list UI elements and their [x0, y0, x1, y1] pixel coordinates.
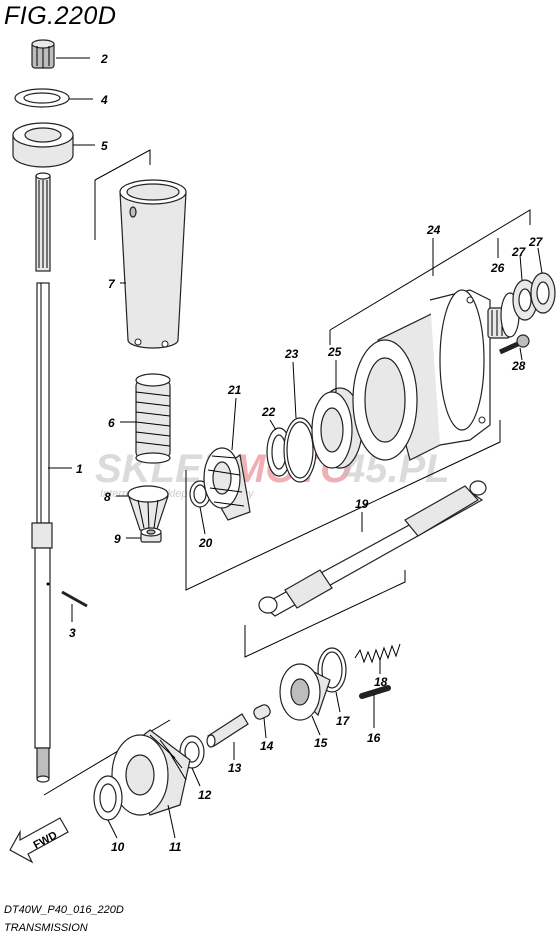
diagram-subtitle: TRANSMISSION — [4, 922, 88, 934]
callout-26: 26 — [490, 261, 505, 275]
part-27-seals — [512, 272, 556, 321]
callout-24: 24 — [426, 223, 441, 237]
callout-13: 13 — [228, 761, 242, 775]
part-28-bolt — [498, 334, 530, 355]
part-23-o-ring — [283, 417, 317, 483]
part-2-collar — [31, 39, 55, 69]
callout-21: 21 — [227, 383, 242, 397]
callout-20: 20 — [198, 536, 213, 550]
part-7-guide-tube — [119, 179, 187, 349]
callout-28: 28 — [511, 359, 526, 373]
part-21-bevel-gear — [203, 447, 251, 521]
part-3-pin — [61, 590, 88, 608]
part-6-spring — [135, 373, 171, 464]
part-16-pin — [359, 685, 391, 699]
part-9-nut — [140, 527, 162, 543]
leader-lines — [48, 57, 543, 839]
callout-6: 6 — [108, 416, 115, 430]
callout-27a: 27 — [511, 245, 527, 259]
callout-11: 11 — [169, 840, 182, 854]
callout-2: 2 — [100, 52, 108, 66]
callout-3: 3 — [69, 626, 76, 640]
callout-25: 25 — [327, 345, 342, 359]
part-18-spring — [354, 643, 401, 664]
callout-1: 1 — [76, 462, 83, 476]
diagram-code: DT40W_P40_016_220D — [4, 904, 124, 916]
part-10-shim — [93, 775, 123, 821]
callout-15: 15 — [314, 736, 328, 750]
part-5-bearing — [12, 122, 74, 168]
part-15-clutch-dog — [279, 663, 331, 721]
callout-8: 8 — [104, 490, 111, 504]
callout-labels: 2 4 5 7 6 1 8 9 3 10 11 12 13 14 15 16 1… — [69, 52, 544, 854]
callout-12: 12 — [198, 788, 212, 802]
callout-4: 4 — [100, 93, 108, 107]
part-25-bearing — [311, 387, 363, 469]
callout-27b: 27 — [528, 235, 544, 249]
part-14-pin — [253, 704, 271, 720]
part-4-ring — [14, 88, 70, 108]
part-1-drive-shaft — [31, 172, 53, 783]
forward-direction-arrow: FWD — [9, 817, 69, 864]
callout-14: 14 — [260, 739, 274, 753]
part-11-forward-gear — [111, 729, 191, 816]
callout-9: 9 — [114, 532, 121, 546]
callout-19: 19 — [355, 497, 369, 511]
callout-10: 10 — [111, 840, 125, 854]
part-13-push-rod — [206, 713, 249, 748]
callout-7: 7 — [108, 277, 116, 291]
callout-23: 23 — [284, 347, 299, 361]
callout-16: 16 — [367, 731, 381, 745]
callout-22: 22 — [261, 405, 276, 419]
callout-17: 17 — [336, 714, 351, 728]
figure-title: FIG.220D — [4, 2, 117, 30]
part-24-shaft-housing — [352, 289, 491, 461]
callout-18: 18 — [374, 675, 388, 689]
part-8-pinion-gear — [127, 485, 169, 533]
part-19-propeller-shaft — [258, 480, 487, 617]
callout-5: 5 — [101, 139, 108, 153]
